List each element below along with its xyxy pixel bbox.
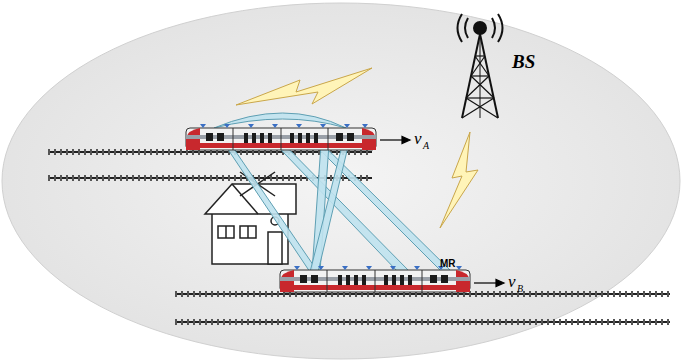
track	[48, 152, 670, 322]
velocity-arrow	[380, 137, 504, 287]
velocity-subscript: B	[517, 284, 523, 294]
train-a	[186, 124, 376, 150]
velocity-symbol: v	[414, 130, 422, 147]
coverage-area	[2, 3, 680, 359]
relay-label: MR	[440, 259, 456, 269]
lightning-bolt	[236, 68, 478, 228]
house	[205, 172, 296, 264]
velocity-symbol: v	[508, 273, 516, 290]
velocity-subscript: A	[423, 141, 429, 151]
train-b	[280, 266, 470, 292]
base-station	[458, 14, 503, 118]
station-label: BS	[512, 52, 535, 71]
